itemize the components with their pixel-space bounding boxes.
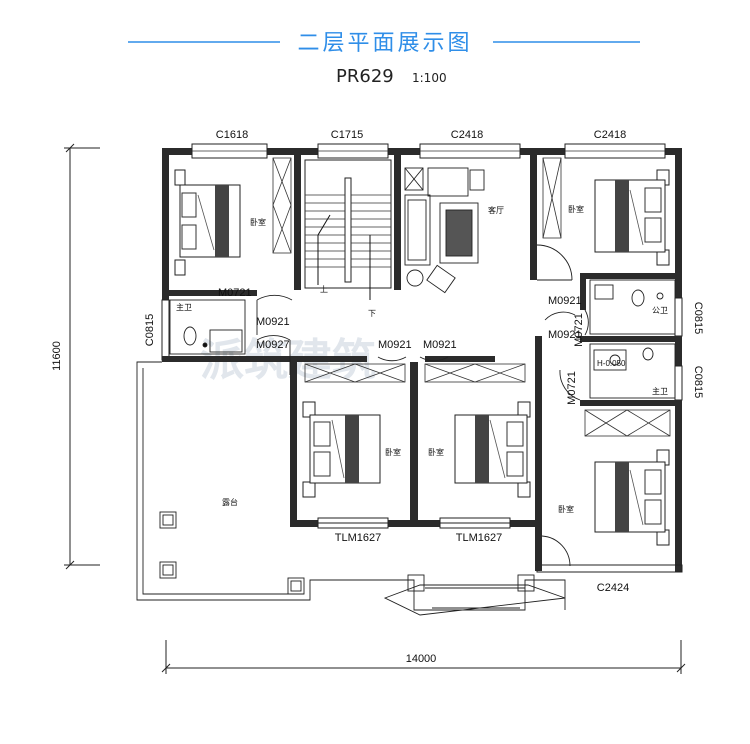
door-label-m0921-d: M0921 — [548, 295, 582, 307]
bed-3 — [302, 401, 381, 498]
door-label-m0921-e: M0921 — [548, 329, 582, 341]
dim-depth-label: 11600 — [51, 341, 63, 371]
stair-up-label: 上 — [320, 285, 328, 294]
wardrobes — [272, 157, 671, 437]
bed-2 — [594, 169, 670, 266]
door-label-m0721-c: M0721 — [566, 371, 578, 405]
living-furniture — [404, 167, 485, 294]
dimension-bottom — [161, 640, 686, 674]
room-bath-right-top: 公卫 — [652, 306, 668, 315]
door-swings — [256, 244, 589, 567]
room-bedroom-3: 卧室 — [385, 447, 401, 457]
room-terrace: 露台 — [222, 497, 238, 507]
windows-top — [191, 143, 666, 159]
stair-down-label: 下 — [368, 309, 376, 318]
room-bath-right-bottom: 主卫 — [652, 386, 668, 396]
door-label-m0721-a: M0721 — [218, 287, 252, 299]
room-bedroom-5: 卧室 — [558, 504, 574, 514]
bathroom-right-bottom — [589, 343, 676, 399]
dim-width-label: 14000 — [406, 653, 437, 665]
balcony-door-frames — [317, 517, 511, 529]
door-label-m0721-b: M0721 — [573, 313, 585, 347]
room-bath-left: 主卫 — [176, 302, 192, 312]
door-label-m0921-a: M0921 — [256, 316, 290, 328]
page-title: 二层平面展示图 — [297, 31, 472, 56]
bathroom-left — [169, 299, 246, 355]
dimension-left — [64, 143, 100, 570]
window-label-c1618: C1618 — [216, 129, 248, 141]
terrace — [136, 361, 566, 616]
plan-scale: 1:100 — [412, 71, 447, 85]
room-living: 客厅 — [488, 205, 504, 215]
window-label-c2418-a: C2418 — [451, 129, 483, 141]
door-label-m0921-b: M0921 — [378, 339, 412, 351]
window-label-left: C0815 — [144, 314, 156, 346]
window-label-c2424: C2424 — [597, 582, 629, 594]
door-label-m0927: M0927 — [256, 339, 290, 351]
door-label-m0921-c: M0921 — [423, 339, 457, 351]
plan-code: PR629 — [336, 66, 394, 87]
door-label-tlm1627-a: TLM1627 — [335, 532, 381, 544]
level-mark: H-0.050 — [597, 359, 626, 368]
room-bedroom-2: 卧室 — [568, 204, 584, 214]
window-label-c1715: C1715 — [331, 129, 363, 141]
window-label-right-1: C0815 — [692, 302, 704, 334]
bathroom-right-top — [589, 279, 676, 335]
bed-1 — [174, 169, 241, 276]
window-label-right-2: C0815 — [692, 366, 704, 398]
room-bedroom-1: 卧室 — [250, 217, 266, 227]
bed-5 — [594, 449, 670, 546]
window-label-c2418-b: C2418 — [594, 129, 626, 141]
bed-4 — [454, 401, 531, 498]
room-bedroom-4: 卧室 — [428, 447, 444, 457]
door-label-tlm1627-b: TLM1627 — [456, 532, 502, 544]
staircase — [304, 159, 392, 300]
